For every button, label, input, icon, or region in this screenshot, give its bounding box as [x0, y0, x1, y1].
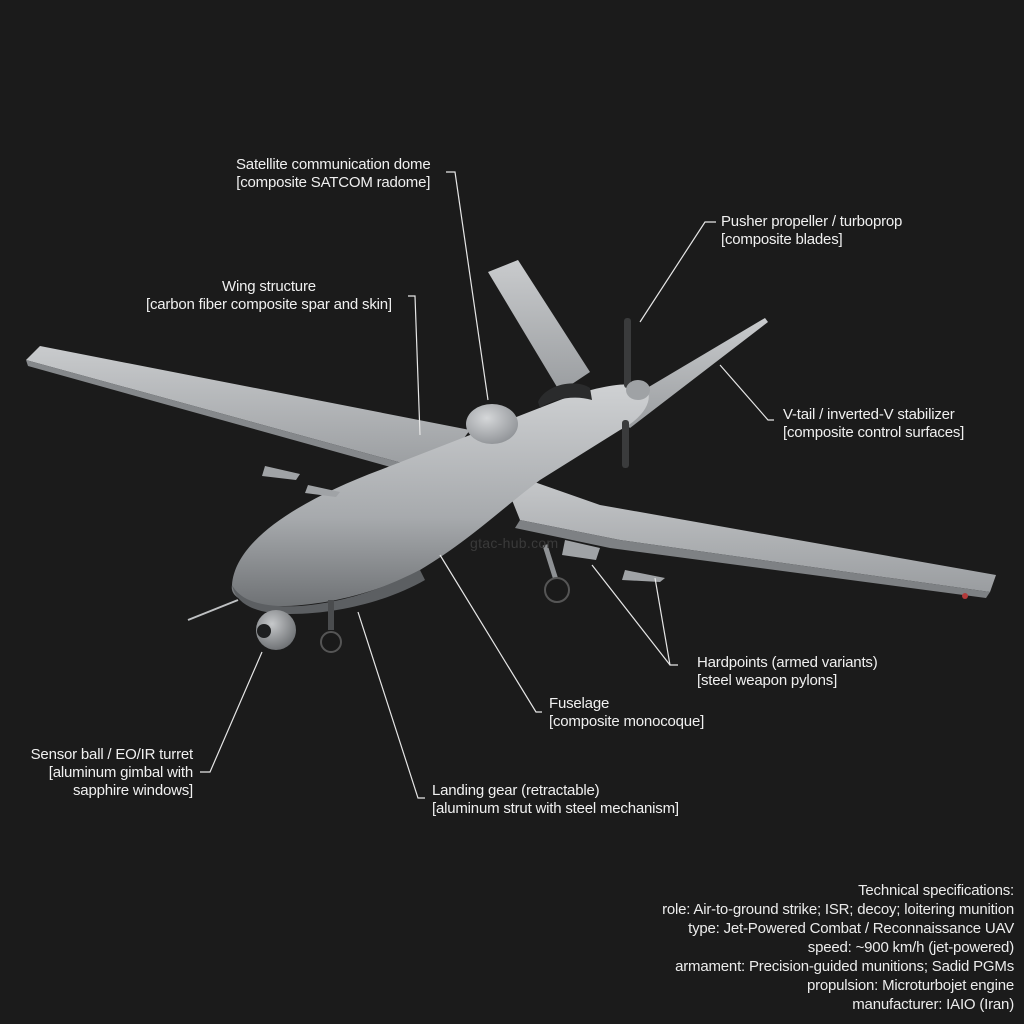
spec-armament: armament: Precision-guided munitions; Sa… [675, 958, 1014, 975]
main-gear-shape [542, 544, 570, 603]
nose-gear-shape [320, 600, 342, 653]
callout-satcom: Satellite communication dome [composite … [236, 156, 431, 192]
callout-fuselage-title: Fuselage [549, 695, 610, 712]
callout-propeller: Pusher propeller / turboprop [composite … [721, 213, 902, 249]
left-wing [26, 346, 470, 478]
callout-propeller-material: [composite blades] [721, 231, 843, 248]
callout-propeller-title: Pusher propeller / turboprop [721, 213, 903, 230]
leader-satcom [446, 171, 489, 401]
callout-landing-title: Landing gear (retractable) [432, 782, 600, 799]
leader-lines [200, 171, 774, 799]
right-wing [500, 470, 996, 599]
hardpoint-pylons [262, 466, 665, 582]
propeller-shape [622, 318, 650, 468]
leader-wing [408, 295, 421, 436]
leader-sensor [200, 651, 263, 773]
callout-vtail-title: V-tail / inverted-V stabilizer [783, 406, 955, 423]
callout-satcom-title: Satellite communication dome [236, 156, 431, 173]
callout-fuselage: Fuselage [composite monocoque] [549, 695, 704, 731]
leader-vtail [719, 364, 774, 421]
watermark: gtac-hub.com [470, 535, 559, 551]
callout-hardpoints-material: [steel weapon pylons] [697, 672, 838, 689]
technical-specifications: Technical specifications: role: Air-to-g… [662, 881, 1014, 1014]
callout-vtail-material: [composite control surfaces] [783, 424, 965, 441]
callout-sensor-material-1: [aluminum gimbal with [48, 764, 193, 781]
sensor-ball-shape [256, 610, 296, 650]
upper-tail-fin [488, 260, 590, 392]
leader-landing [357, 611, 425, 799]
satcom-dome-shape [466, 404, 518, 444]
spec-role: role: Air-to-ground strike; ISR; decoy; … [662, 901, 1014, 918]
leader-fuselage [439, 554, 542, 713]
spec-manufacturer: manufacturer: IAIO (Iran) [852, 996, 1014, 1013]
leader-hardpoints-b [654, 577, 671, 666]
callout-vtail: V-tail / inverted-V stabilizer [composit… [783, 406, 964, 442]
v-tail [610, 318, 768, 428]
pitot-probe [187, 599, 239, 621]
callout-fuselage-material: [composite monocoque] [549, 713, 705, 730]
spec-propulsion: propulsion: Microturbojet engine [806, 977, 1014, 994]
callout-wing-material: [carbon fiber composite spar and skin] [146, 296, 392, 313]
callout-landing-gear: Landing gear (retractable) [aluminum str… [432, 782, 679, 818]
callout-sensor: Sensor ball / EO/IR turret [aluminum gim… [30, 746, 194, 800]
callout-sensor-title: Sensor ball / EO/IR turret [30, 746, 194, 763]
callout-wing-title: Wing structure [221, 278, 316, 295]
callout-hardpoints: Hardpoints (armed variants) [steel weapo… [697, 654, 878, 690]
leader-propeller [639, 221, 716, 323]
spec-type: type: Jet-Powered Combat / Reconnaissanc… [688, 920, 1014, 937]
callout-landing-material: [aluminum strut with steel mechanism] [432, 800, 679, 817]
callout-wing: Wing structure [carbon fiber composite s… [146, 278, 392, 314]
callout-sensor-material-2: sapphire windows] [73, 782, 193, 799]
spec-speed: speed: ~900 km/h (jet-powered) [807, 939, 1014, 956]
callout-hardpoints-title: Hardpoints (armed variants) [697, 654, 878, 671]
callout-satcom-material: [composite SATCOM radome] [236, 174, 431, 191]
specs-heading: Technical specifications: [858, 882, 1014, 899]
